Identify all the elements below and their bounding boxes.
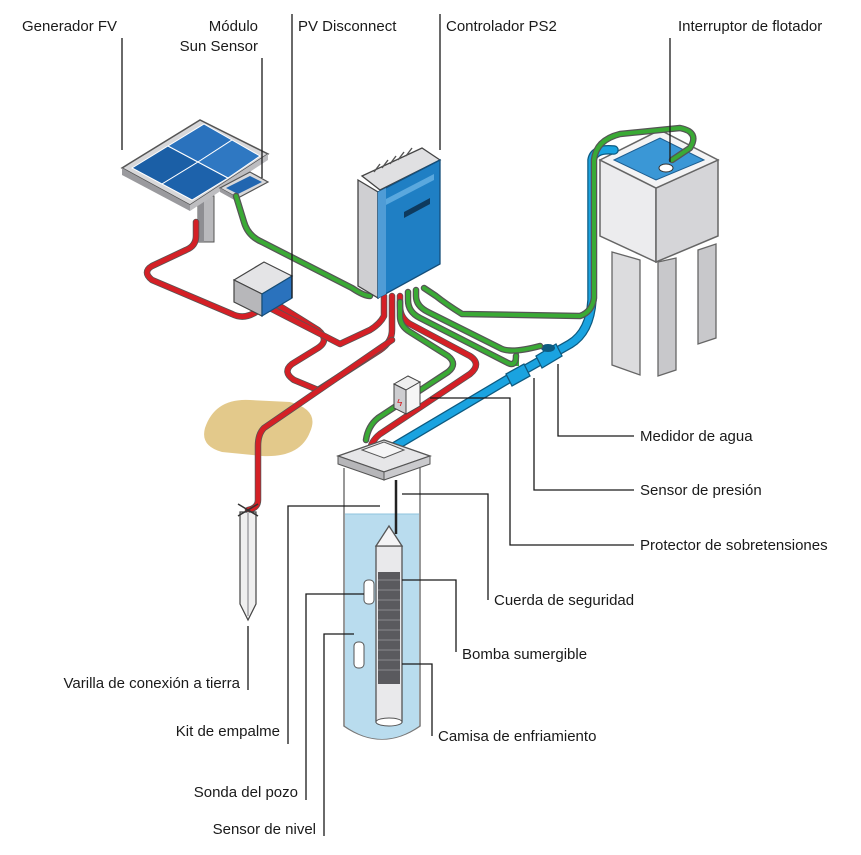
splice-kit — [363, 579, 375, 605]
leader-lines — [121, 14, 671, 836]
controller-ps2 — [357, 147, 442, 300]
pv-generator — [120, 119, 270, 243]
label-modulo: Módulo — [209, 18, 258, 35]
water-meter — [535, 343, 563, 369]
label-bomba-sumergible: Bomba sumergible — [462, 646, 587, 663]
label-sensor-nivel: Sensor de nivel — [213, 821, 316, 838]
surge-protector-bolt: ϟ — [397, 398, 403, 409]
label-interruptor-flotador: Interruptor de flotador — [678, 18, 822, 35]
submersible-pump — [374, 524, 404, 727]
label-controlador-ps2: Controlador PS2 — [446, 18, 557, 35]
label-pv-disconnect: PV Disconnect — [298, 18, 397, 35]
controller-heatsink — [373, 147, 413, 173]
well — [336, 439, 432, 740]
ground-rod — [237, 503, 259, 622]
level-sensor — [353, 641, 365, 669]
label-kit-empalme: Kit de empalme — [176, 723, 280, 740]
label-medidor-agua: Medidor de agua — [640, 428, 753, 445]
label-generador-fv: Generador FV — [22, 18, 117, 35]
labels: Generador FV Módulo Sun Sensor PV Discon… — [22, 18, 828, 838]
label-sensor-presion: Sensor de presión — [640, 482, 762, 499]
signal-cables — [232, 124, 697, 646]
label-cuerda-seguridad: Cuerda de seguridad — [494, 592, 634, 609]
label-sonda-pozo: Sonda del pozo — [194, 784, 298, 801]
water-tank-tower — [598, 129, 720, 377]
label-camisa-enfriamiento: Camisa de enfriamiento — [438, 728, 596, 745]
sun-sensor-module — [218, 171, 270, 202]
label-sun-sensor: Sun Sensor — [180, 38, 258, 55]
surge-protector-box: ϟ — [392, 375, 422, 415]
label-varilla-tierra: Varilla de conexión a tierra — [64, 675, 241, 692]
label-protector-sobretensiones: Protector de sobretensiones — [640, 537, 828, 554]
